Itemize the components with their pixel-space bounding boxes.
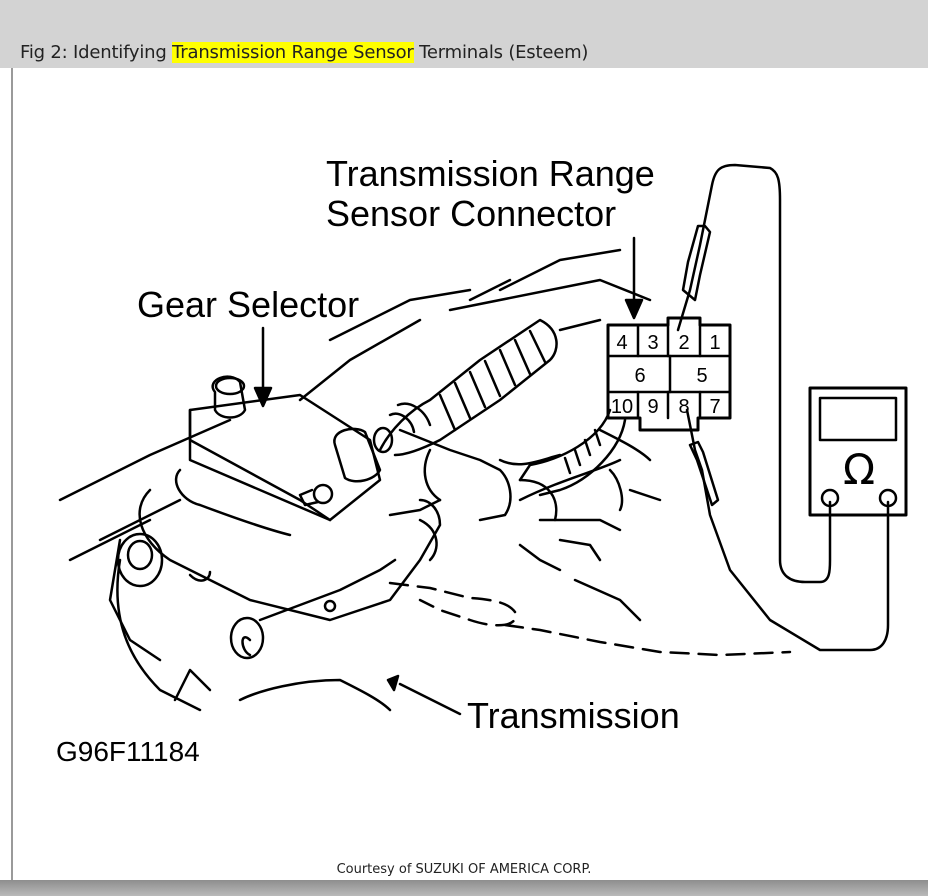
shift-cable-boot xyxy=(372,318,558,457)
frame-left-border xyxy=(11,68,13,880)
connector-label-line1: Transmission Range xyxy=(326,153,655,194)
connector-label-line2: Sensor Connector xyxy=(326,193,616,234)
pin-label: 10 xyxy=(611,396,633,418)
pin-label: 9 xyxy=(647,396,658,418)
pin-label: 7 xyxy=(709,396,720,418)
gear-selector-assembly xyxy=(108,375,442,662)
ohmmeter xyxy=(808,386,908,517)
figure-caption: Fig 2: Identifying Transmission Range Se… xyxy=(20,42,588,63)
dashed-harness xyxy=(388,581,792,657)
pin-label: 4 xyxy=(616,332,627,354)
caption-suffix: Terminals (Esteem) xyxy=(413,42,589,63)
bottom-scroll-bar xyxy=(0,880,928,896)
sensor-connector xyxy=(606,316,732,432)
pin-label: 3 xyxy=(647,332,658,354)
leader-arrows xyxy=(253,236,644,716)
connector-pin-labels: 4 3 2 1 6 5 10 9 8 7 xyxy=(611,332,721,418)
gear-selector-label: Gear Selector xyxy=(137,284,359,325)
pin-label: 5 xyxy=(696,365,707,387)
pin-label: 1 xyxy=(709,332,720,354)
courtesy-credit: Courtesy of SUZUKI OF AMERICA CORP. xyxy=(336,862,592,877)
connector-harness xyxy=(518,408,627,497)
test-leads xyxy=(676,163,890,652)
ohm-symbol: Ω xyxy=(843,445,875,494)
figure-code: G96F11184 xyxy=(56,736,200,767)
caption-highlight: Transmission Range Sensor xyxy=(172,42,414,63)
transmission-label: Transmission xyxy=(467,695,680,736)
caption-bar xyxy=(0,0,928,68)
caption-prefix: Fig 2: Identifying xyxy=(20,42,173,63)
pin-label: 6 xyxy=(634,365,645,387)
pin-label: 8 xyxy=(678,396,689,418)
transmission-housing xyxy=(58,248,662,712)
pin-label: 2 xyxy=(678,332,689,354)
